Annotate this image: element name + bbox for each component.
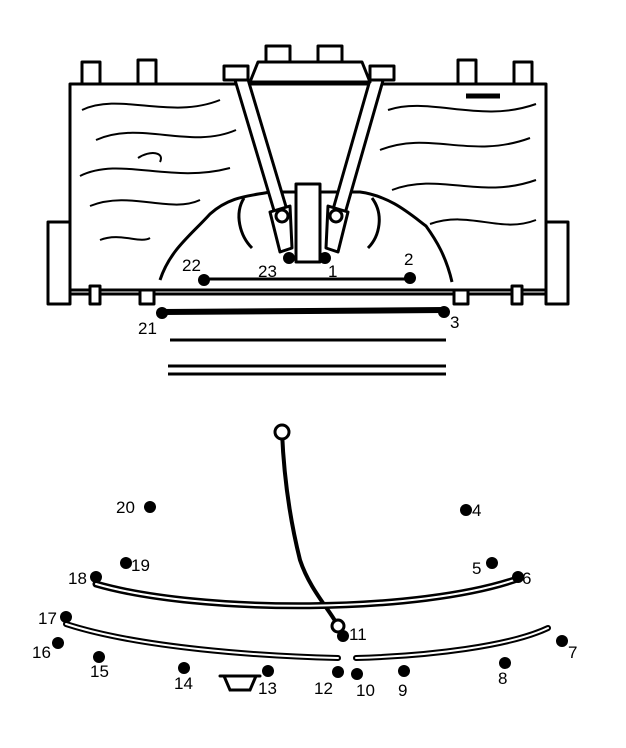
dot-label-23: 23 <box>258 262 277 281</box>
dot-16[interactable] <box>52 637 64 649</box>
dot-label-16: 16 <box>32 643 51 662</box>
dot-12[interactable] <box>332 666 344 678</box>
dot-label-9: 9 <box>398 681 407 700</box>
dot-label-11: 11 <box>349 625 367 644</box>
dot-4[interactable] <box>460 504 472 516</box>
dot-14[interactable] <box>178 662 190 674</box>
dot-label-13: 13 <box>258 679 277 698</box>
dot-10[interactable] <box>351 668 363 680</box>
dot-label-15: 15 <box>90 662 109 681</box>
dot-label-14: 14 <box>174 674 193 693</box>
dot-9[interactable] <box>398 665 410 677</box>
dot-label-21: 21 <box>138 319 157 338</box>
dot-label-7: 7 <box>568 643 577 662</box>
lower-illustration <box>63 423 551 692</box>
dot-label-1: 1 <box>328 262 337 281</box>
dot-1[interactable] <box>319 252 331 264</box>
dot-label-19: 19 <box>131 556 150 575</box>
dot-23[interactable] <box>283 252 295 264</box>
dot-label-17: 17 <box>38 609 57 628</box>
dot-label-10: 10 <box>356 681 375 700</box>
dot-5[interactable] <box>486 557 498 569</box>
dot-19[interactable] <box>120 557 132 569</box>
dot-label-8: 8 <box>498 669 507 688</box>
dot-label-12: 12 <box>314 679 333 698</box>
dot-7[interactable] <box>556 635 568 647</box>
dot-label-4: 4 <box>472 501 481 520</box>
dot-11[interactable] <box>337 630 349 642</box>
dot-15[interactable] <box>93 651 105 663</box>
dot-17[interactable] <box>60 611 72 623</box>
dot-label-20: 20 <box>116 498 135 517</box>
dot-22[interactable] <box>198 274 210 286</box>
dot-label-22: 22 <box>182 256 201 275</box>
crate-illustration <box>46 44 570 376</box>
dot-8[interactable] <box>499 657 511 669</box>
dot-18[interactable] <box>90 571 102 583</box>
dot-label-6: 6 <box>522 569 531 588</box>
dot-20[interactable] <box>144 501 156 513</box>
dot-label-2: 2 <box>404 250 413 269</box>
dot-label-18: 18 <box>68 569 87 588</box>
dot-21[interactable] <box>156 307 168 319</box>
dot-6[interactable] <box>512 571 524 583</box>
dot-2[interactable] <box>404 272 416 284</box>
dot-3[interactable] <box>438 306 450 318</box>
dot-label-3: 3 <box>450 313 459 332</box>
dot-13[interactable] <box>262 665 274 677</box>
dot-label-5: 5 <box>472 559 481 578</box>
